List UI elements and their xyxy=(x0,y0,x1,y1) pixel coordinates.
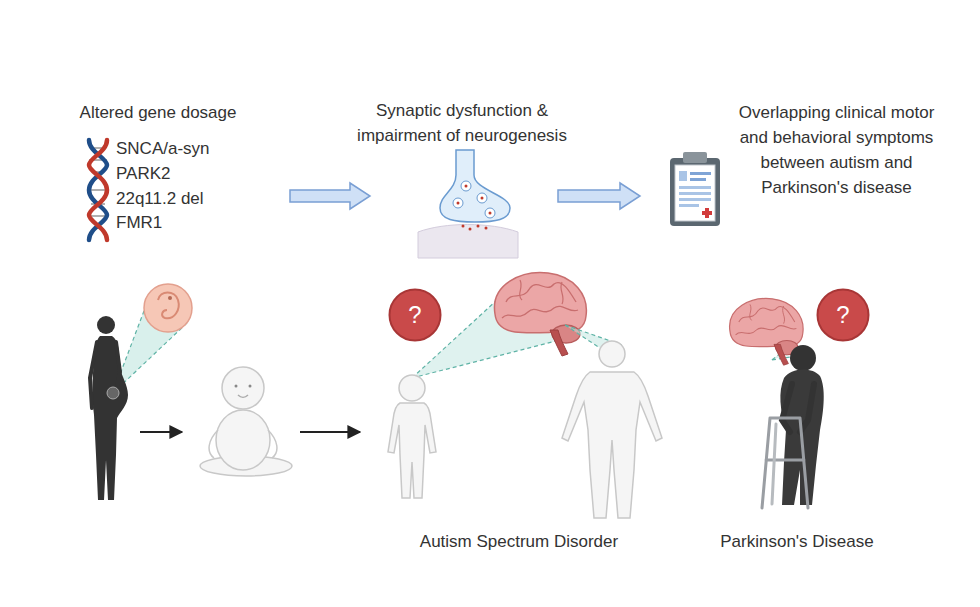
clipboard-icon xyxy=(683,152,707,163)
adult-figure xyxy=(562,325,662,518)
clipboard-icon xyxy=(690,178,706,181)
pregnant-woman xyxy=(90,284,192,500)
synapse-icon xyxy=(489,212,492,215)
question-mark: ? xyxy=(408,302,421,328)
circle-outline xyxy=(818,290,869,341)
clipboard-icon xyxy=(679,204,699,207)
walker xyxy=(762,418,808,508)
adult-figure xyxy=(562,372,662,518)
synapse-icon xyxy=(440,150,510,222)
gene-name: PARK2 xyxy=(116,161,276,186)
question-circle: ? xyxy=(816,288,870,342)
dna-helix xyxy=(89,140,107,240)
pregnant-woman xyxy=(97,316,115,334)
synapse-icon xyxy=(453,198,463,208)
pregnant-woman xyxy=(144,284,192,332)
disease-label: Autism Spectrum Disorder xyxy=(389,529,649,554)
pregnant-woman xyxy=(158,293,179,319)
dna-helix xyxy=(89,140,107,240)
pregnant-woman xyxy=(107,387,119,399)
synapse-icon xyxy=(418,150,518,258)
block-arrow xyxy=(290,183,370,209)
pregnant-woman xyxy=(90,342,120,408)
clipboard-icon xyxy=(679,192,711,195)
child-figure xyxy=(388,375,436,498)
synapse-icon xyxy=(469,228,472,231)
stage-arrow xyxy=(140,431,182,433)
stage-heading: Overlapping clinical motor and behaviora… xyxy=(724,100,949,200)
synapse-icon xyxy=(462,225,465,228)
circle-outline xyxy=(390,290,441,341)
stage-heading: Altered gene dosage xyxy=(48,100,268,125)
clipboard-icon xyxy=(670,152,720,226)
synapse-icon xyxy=(485,227,488,230)
synapse-icon xyxy=(465,185,468,188)
disease-label: Parkinson's Disease xyxy=(687,529,907,554)
adult-figure xyxy=(599,341,625,367)
baby-figure xyxy=(249,385,252,388)
baby-figure xyxy=(235,385,238,388)
child-figure xyxy=(399,375,425,401)
baby-figure xyxy=(209,430,277,458)
synapse-icon xyxy=(477,225,480,228)
gene-name: SNCA/a-syn xyxy=(116,136,276,161)
pregnant-woman xyxy=(93,336,129,500)
clipboard-icon xyxy=(675,165,715,221)
clipboard-icon xyxy=(679,198,711,201)
child-figure xyxy=(388,403,436,498)
question-mark: ? xyxy=(836,302,849,328)
synapse-icon xyxy=(418,225,518,259)
clipboard-icon xyxy=(679,171,687,181)
synapse-icon xyxy=(481,197,484,200)
elderly-figure xyxy=(782,384,814,432)
adult-figure xyxy=(562,341,662,518)
baby-figure xyxy=(216,410,270,470)
stage-heading: Synaptic dysfunction & impairment of neu… xyxy=(337,98,587,148)
clipboard-icon xyxy=(690,172,711,175)
baby-figure xyxy=(238,395,248,397)
dna-helix xyxy=(89,140,107,240)
synapse-icon xyxy=(461,181,471,191)
synapse-icon xyxy=(485,208,495,218)
question-circle: ? xyxy=(388,288,442,342)
clipboard-icon xyxy=(670,158,720,226)
synapse-icon xyxy=(477,193,487,203)
baby-figure xyxy=(200,367,292,476)
block-arrow xyxy=(558,183,640,209)
pregnant-woman xyxy=(168,296,172,300)
clipboard-icon xyxy=(679,186,711,189)
stage-arrow xyxy=(300,431,360,433)
walker xyxy=(772,424,776,504)
gene-name: 22q11.2 del xyxy=(116,186,276,211)
walker xyxy=(762,418,808,508)
baby-figure xyxy=(222,367,264,409)
synapse-icon xyxy=(457,202,460,205)
elderly-figure xyxy=(790,345,816,371)
brain-icon xyxy=(494,273,586,356)
elderly-figure xyxy=(730,298,824,508)
clipboard-icon xyxy=(702,208,712,218)
gene-name: FMR1 xyxy=(116,210,276,235)
